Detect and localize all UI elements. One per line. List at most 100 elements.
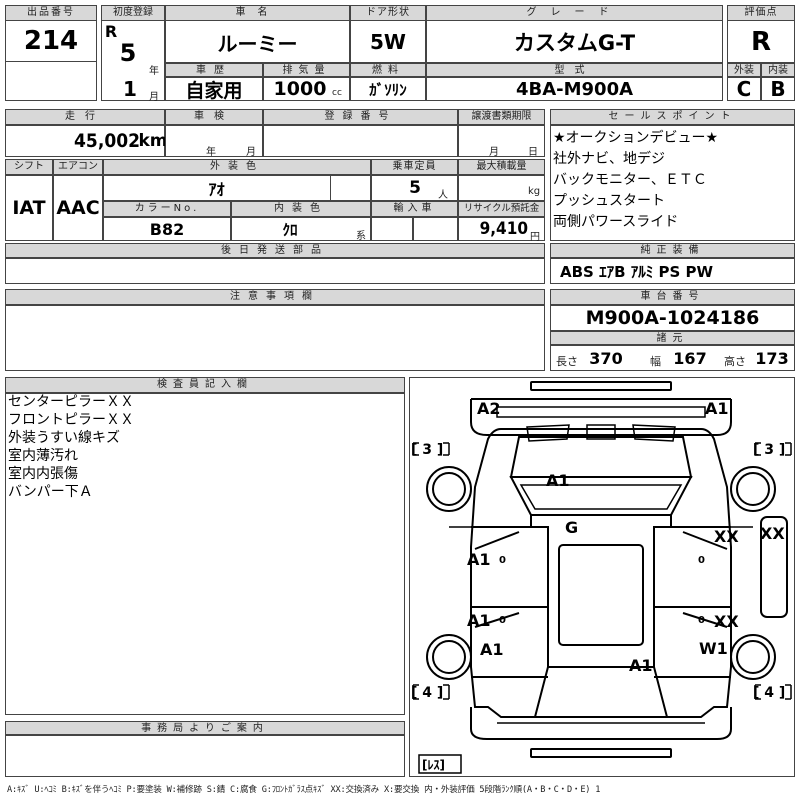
transfer-day-unit: 日 [528, 147, 538, 158]
equipment: ABS ｴｱB ｱﾙﾐ PS PW [560, 262, 714, 281]
aircon: AAC [56, 197, 100, 219]
color-no-label: カラーNo. [103, 201, 231, 217]
office-cell [5, 735, 405, 777]
displacement-unit: cc [332, 88, 342, 98]
ext-color-label: 外装色 [103, 159, 371, 175]
first-reg-cell [101, 5, 165, 101]
displacement-cell [263, 77, 350, 101]
inspector-line: センターピラーＸＸ [8, 394, 134, 410]
capacity-unit: 人 [438, 190, 448, 201]
sales-points-cell [550, 125, 795, 241]
later-parts-label: 後日発送部品 [5, 243, 545, 258]
int-color: ｸﾛ [282, 220, 298, 239]
damage-mark: XX [760, 524, 785, 543]
legend: A:ｷｽﾞ U:ﾍｺﾐ B:ｷｽﾞを伴うﾍｺﾐ P:要塗装 W:補修跡 S:錆 … [7, 785, 601, 795]
interior-grade: B [770, 77, 786, 101]
shift-label: シフト [5, 159, 53, 175]
color-no-cell [103, 217, 231, 241]
score: R [750, 27, 772, 57]
max-load-cell [458, 175, 545, 201]
first-reg-label: 初度登録 [101, 5, 165, 21]
damage-mark: XX [714, 612, 739, 631]
shift: IAT [12, 197, 46, 219]
interior-grade-cell [761, 77, 795, 101]
displacement-label: 排気量 [263, 63, 350, 77]
int-color-label: 内装色 [231, 201, 371, 217]
exterior-grade: C [736, 77, 752, 101]
tire-mark: [ 3 ] [753, 442, 785, 458]
mileage-unit: km [138, 131, 168, 151]
door-handle-icon: 0 [698, 615, 705, 626]
import-cell [371, 217, 458, 241]
interior-grade-label: 内装 [761, 63, 795, 77]
first-reg-year: 5 [119, 39, 137, 67]
equipment-cell [550, 258, 795, 284]
damage-mark: XX [714, 527, 739, 546]
first-reg-year-unit: 年 [149, 66, 159, 77]
door-handle-icon: 0 [499, 615, 506, 626]
model-code-label: 型式 [426, 63, 723, 77]
grade: カスタムG-T [513, 31, 636, 55]
equipment-label: 純正装備 [550, 243, 795, 258]
tire-mark: [ 3 ] [411, 442, 443, 458]
mileage-cell [5, 125, 165, 157]
fuel: ｶﾞｿﾘﾝ [369, 80, 407, 99]
notes-cell [5, 305, 545, 371]
door-label: ドア形状 [350, 5, 426, 21]
damage-mark: A1 [467, 611, 491, 630]
max-load-label: 最大積載量 [458, 159, 545, 175]
inspector-label: 検査員記入欄 [5, 377, 405, 393]
capacity-cell [371, 175, 458, 201]
import-divider [412, 217, 414, 241]
dims-cell [550, 345, 795, 371]
damage-mark: A2 [477, 399, 501, 418]
chassis-cell [550, 305, 795, 331]
transfer-label: 譲渡書類期限 [458, 109, 545, 125]
aircon-label: エアコン [53, 159, 103, 175]
recycle-label: リサイクル預託金 [458, 201, 545, 217]
sales-point: バックモニター、ＥＴＣ [553, 172, 707, 188]
damage-mark: A1 [629, 656, 653, 675]
sales-point: プッシュスタート [553, 193, 665, 209]
ext-color: ｱｵ [208, 180, 225, 199]
inspection-year-unit: 年 [206, 147, 216, 158]
inspector-line: フロントピラーＸＸ [8, 412, 134, 428]
inspection-month-unit: 月 [246, 147, 256, 158]
damage-mark: A1 [467, 550, 491, 569]
dims-length: 370 [589, 348, 623, 368]
recycle-cell [458, 217, 545, 241]
exterior-grade-cell [727, 77, 761, 101]
recycle: 9,410 [479, 219, 528, 239]
notes-label: 注意事項欄 [5, 289, 545, 305]
lot-blank [5, 61, 97, 101]
inspector-line: 室内薄汚れ [8, 448, 78, 464]
mileage: 45,002 [74, 130, 140, 152]
car-name: ルーミー [217, 31, 298, 56]
damage-diagram: 0 0 0 0 A2 A1 A1 G A1 A1 A1 XX XX XX W1 … [411, 381, 792, 774]
import-label: 輸入車 [371, 201, 458, 217]
door-handle-icon: 0 [499, 555, 506, 566]
shift-cell [5, 175, 53, 241]
int-color-cell [231, 217, 371, 241]
lot-number: 214 [23, 26, 79, 56]
color-no: B82 [149, 219, 185, 239]
tire-mark: [ 4 ] [753, 685, 785, 701]
dims-width: 167 [673, 348, 707, 368]
sales-point: ★オークションデビュー★ [553, 130, 719, 146]
capacity-label: 乗車定員 [371, 159, 458, 175]
damage-mark: A1 [705, 399, 729, 418]
tire-mark: [ 4 ] [411, 685, 443, 701]
chassis-number: M900A-1024186 [585, 307, 760, 329]
damage-mark: A1 [480, 640, 504, 659]
inspector-line: 外装うすい線キズ [8, 430, 120, 446]
plate-label: 登録番号 [263, 109, 458, 125]
history: 自家用 [185, 79, 243, 102]
first-reg-era: R [104, 21, 118, 41]
dims-width-label: 幅 [650, 355, 661, 368]
dims-label: 諸元 [550, 331, 795, 345]
first-reg-month: 1 [123, 77, 137, 101]
score-label: 評価点 [727, 5, 795, 21]
displacement: 1000 [273, 78, 327, 100]
inspection-label: 車検 [165, 109, 263, 125]
first-reg-month-unit: 月 [149, 92, 159, 103]
